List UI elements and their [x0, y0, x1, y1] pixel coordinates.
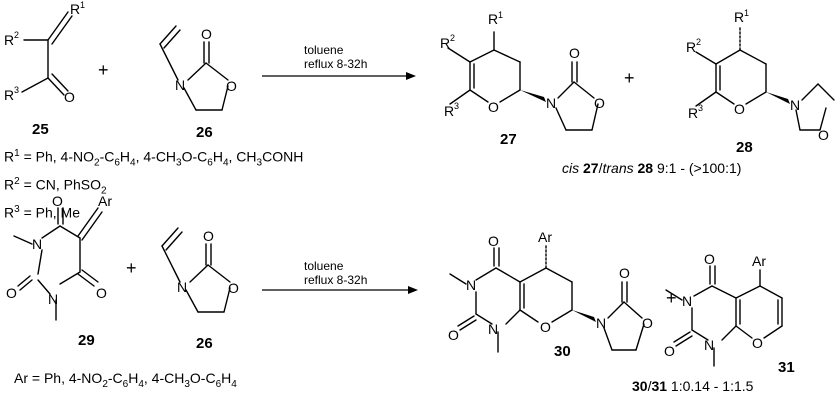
svg-text:2: 2 [450, 33, 455, 43]
svg-text:1: 1 [80, 0, 85, 10]
ratio-30-31: 30/31 1:0.14 - 1:1.5 [632, 378, 754, 394]
svg-text:1: 1 [744, 8, 749, 18]
svg-text:2: 2 [696, 37, 701, 47]
arrow-head-2 [408, 286, 418, 294]
n3-30: N [488, 321, 498, 337]
compound-26-structure [159, 25, 229, 111]
svg-text:2: 2 [14, 30, 19, 40]
label-31: 31 [778, 359, 795, 376]
n-atom-26b: N [177, 279, 187, 295]
solvent-2: toluene [304, 259, 344, 273]
conditions-1: reflux 8-32h [304, 57, 367, 71]
r2-label-27: R [440, 35, 450, 51]
label-25: 25 [32, 121, 49, 138]
svg-text:1: 1 [498, 10, 503, 20]
n-atom-27: N [546, 95, 556, 111]
o-left-31: O [664, 343, 675, 359]
plus-sign-3: + [126, 258, 137, 278]
r2-definition: R2 = CN, PhSO2 [4, 176, 107, 197]
o-left-29: O [6, 285, 17, 301]
o-top-29: O [52, 193, 63, 209]
n-atom-28: N [790, 97, 800, 113]
compound-27-structure [447, 31, 599, 131]
label-26b: 26 [196, 335, 213, 352]
o-atom-26b: O [228, 280, 239, 296]
n3-29: N [48, 291, 58, 307]
compound-29-structure [13, 207, 103, 321]
ar-label-30: Ar [538, 229, 552, 245]
svg-text:3: 3 [454, 101, 459, 111]
n1-30: N [466, 277, 476, 293]
plus-sign: + [98, 60, 109, 80]
ar-label-29: Ar [98, 193, 112, 209]
ring-o-30: O [540, 319, 551, 335]
compound-25-structure [21, 11, 73, 96]
carbonyl-o: O [64, 89, 75, 105]
r2-label: R [4, 32, 14, 48]
label-29: 29 [78, 332, 95, 349]
ring-o-31: O [752, 335, 763, 351]
carbonyl-o-26b: O [203, 228, 214, 244]
r3-label-28: R [688, 105, 698, 121]
n1-29: N [32, 236, 42, 252]
solvent-1: toluene [304, 43, 344, 57]
carbonyl-o-26: O [201, 26, 212, 42]
o-left-30: O [448, 327, 459, 343]
compound-26b-structure [161, 227, 231, 313]
r1-label: R [70, 1, 80, 17]
r1-definition: R1 = Ph, 4-NO2-C6H4, 4-CH3O-C6H4, CH3CON… [4, 148, 304, 169]
o-top-31: O [704, 251, 715, 267]
compound-28-structure [695, 27, 835, 131]
carbonyl-o-30: O [619, 265, 630, 281]
o-atom-26: O [226, 78, 237, 94]
label-26: 26 [196, 124, 213, 141]
ar-definition: Ar = Ph, 4-NO2-C6H4, 4-CH3O-C6H4 [14, 370, 237, 390]
label-28: 28 [736, 139, 753, 156]
plus-sign-2: + [624, 68, 635, 88]
carbonyl-o-27: O [569, 45, 580, 61]
r1-label-27: R [488, 11, 498, 27]
o-atom-27: O [594, 95, 605, 111]
ratio-27-28: cis 27/trans 28 9:1 - (>100:1) [562, 160, 742, 176]
n3-31: N [704, 337, 714, 353]
compound-30-structure [449, 245, 645, 353]
conditions-2: reflux 8-32h [304, 273, 367, 287]
r2-label-28: R [686, 39, 696, 55]
compound-31-structure [665, 265, 783, 367]
ring-o-28: O [734, 101, 745, 117]
r3-label-27: R [444, 103, 454, 119]
o-atom-30: O [642, 315, 653, 331]
o-right-29: O [96, 285, 107, 301]
r3-definition: R3 = Ph, Me [4, 204, 80, 221]
svg-text:3: 3 [698, 103, 703, 113]
label-30: 30 [554, 343, 571, 360]
svg-text:3: 3 [14, 85, 19, 95]
ar-label-31: Ar [752, 253, 766, 269]
r1-label-28: R [734, 9, 744, 25]
o-atom-28: O [818, 127, 829, 143]
n-atom-30: N [596, 315, 606, 331]
o-top-30: O [488, 233, 499, 249]
label-27: 27 [500, 131, 517, 148]
r3-label: R [4, 87, 14, 103]
n-atom-26: N [175, 77, 185, 93]
arrow-head-1 [406, 72, 416, 80]
plus-sign-4: + [666, 288, 677, 308]
ring-o-27: O [488, 99, 499, 115]
n1-31: N [682, 293, 692, 309]
